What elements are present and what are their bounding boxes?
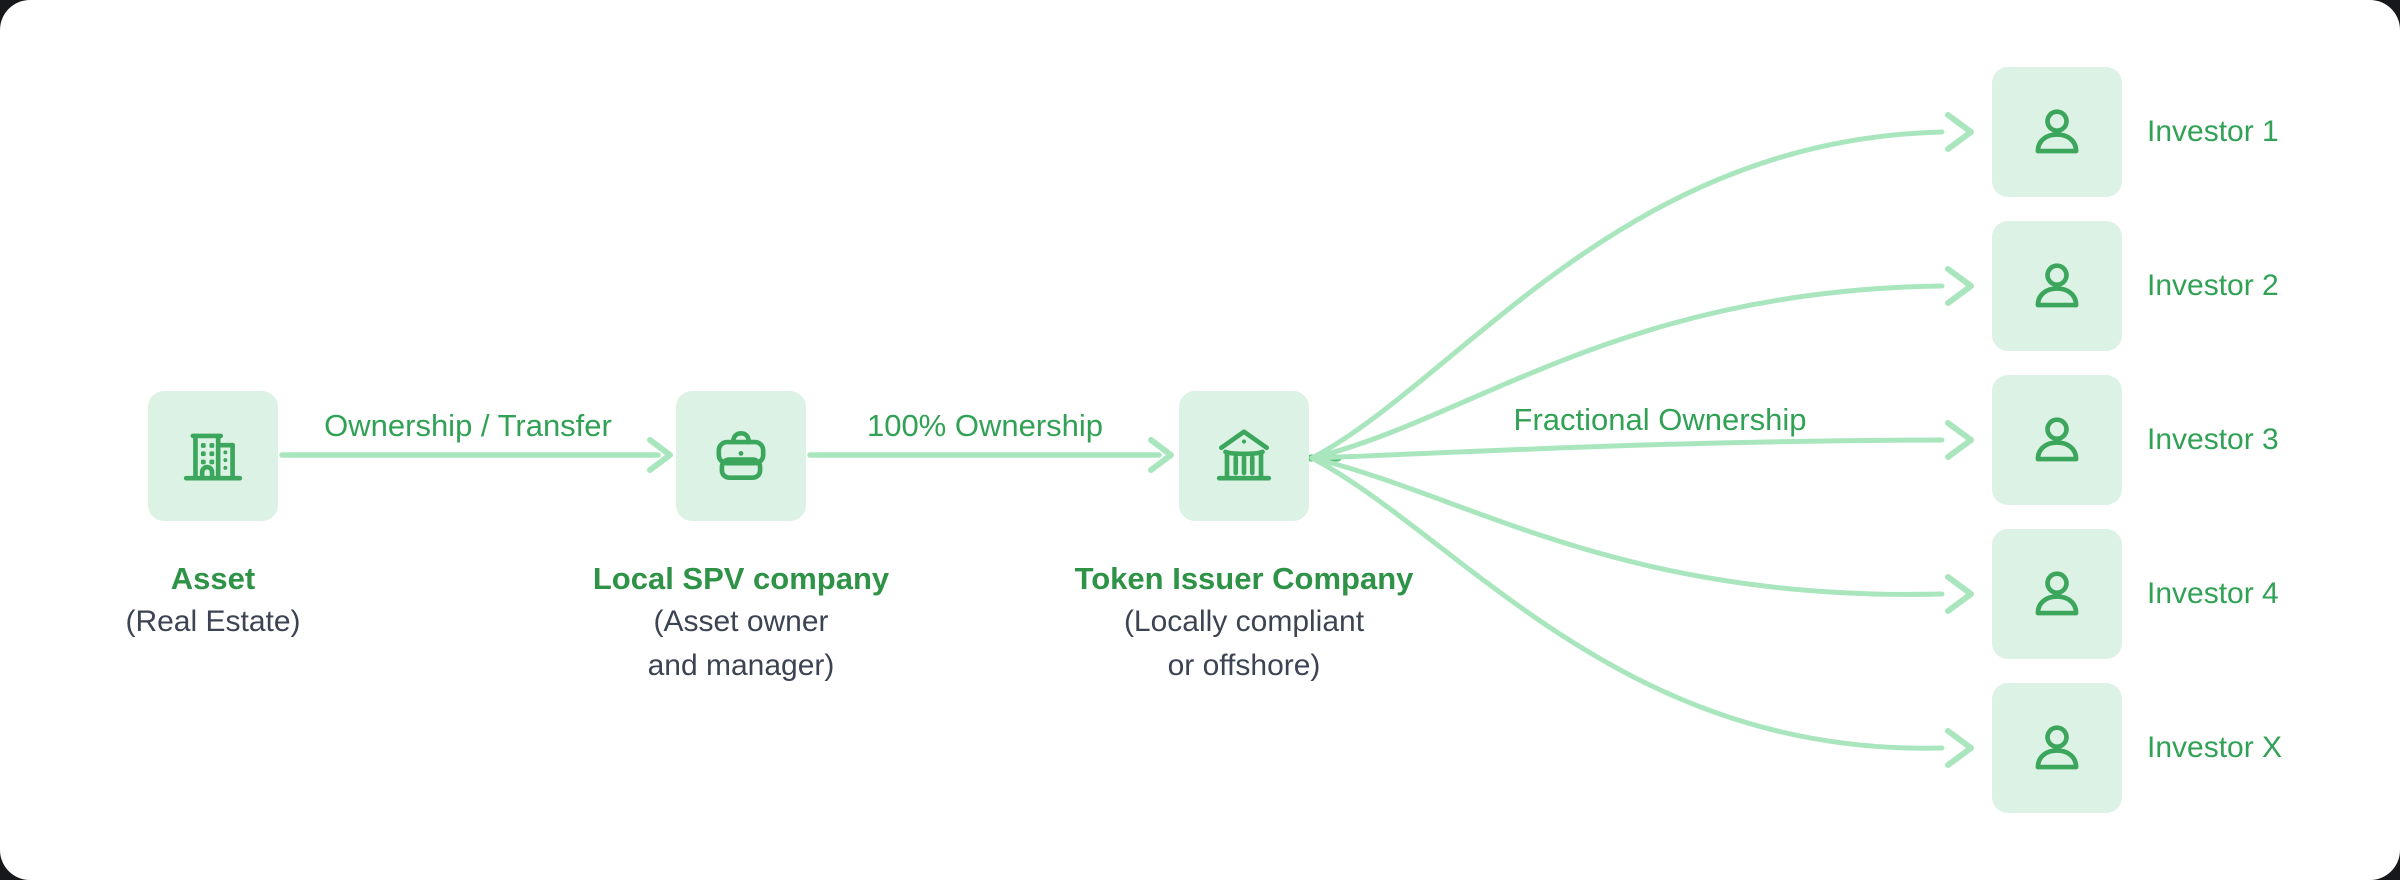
spv-node-label: Local SPV company (Asset owner and manag… bbox=[593, 558, 889, 688]
bank-icon bbox=[1216, 429, 1272, 481]
asset-title: Asset bbox=[170, 561, 256, 596]
person-icon bbox=[2035, 725, 2079, 770]
asset-node bbox=[148, 391, 278, 521]
issuer-node-label: Token Issuer Company (Locally compliant … bbox=[1075, 558, 1414, 688]
investor-3-node bbox=[1992, 375, 2122, 505]
spv-subtitle-line1: (Asset owner bbox=[653, 605, 829, 638]
investor-1-node bbox=[1992, 67, 2122, 197]
arrow-issuer-to-investor-2 bbox=[1309, 266, 1974, 461]
edge-label-fractional-ownership: Fractional Ownership bbox=[1513, 402, 1807, 437]
investor-2-label: Investor 2 bbox=[2147, 269, 2279, 302]
issuer-subtitle-line1: (Locally compliant bbox=[1123, 605, 1365, 638]
investor-x-node bbox=[1992, 683, 2122, 813]
spv-title: Local SPV company bbox=[592, 561, 890, 596]
person-icon bbox=[2035, 263, 2079, 308]
arrow-issuer-to-investor-1 bbox=[1309, 112, 1974, 461]
edge-label-100-ownership: 100% Ownership bbox=[866, 408, 1104, 443]
asset-node-label: Asset (Real Estate) bbox=[125, 558, 300, 644]
spv-node bbox=[676, 391, 806, 521]
arrow-asset-to-spv bbox=[279, 437, 673, 473]
person-icon bbox=[2035, 109, 2079, 154]
investor-2-node bbox=[1992, 221, 2122, 351]
arrow-spv-to-issuer bbox=[807, 437, 1174, 473]
investor-4-label: Investor 4 bbox=[2147, 577, 2279, 610]
person-icon bbox=[2035, 417, 2079, 462]
issuer-subtitle-line2: or offshore) bbox=[1167, 649, 1321, 682]
building-icon bbox=[183, 433, 243, 481]
investor-3-label: Investor 3 bbox=[2147, 423, 2279, 456]
briefcase-icon bbox=[716, 430, 766, 480]
investor-x-label: Investor X bbox=[2147, 731, 2283, 764]
investor-4-node bbox=[1992, 529, 2122, 659]
arrow-issuer-to-investor-4 bbox=[1309, 455, 1974, 614]
edge-label-ownership-transfer: Ownership / Transfer bbox=[324, 408, 612, 443]
investor-1-label: Investor 1 bbox=[2147, 115, 2279, 148]
arrow-issuer-to-investor-3 bbox=[1309, 420, 1974, 461]
arrow-issuer-to-investor-x bbox=[1309, 455, 1974, 768]
person-icon bbox=[2035, 571, 2079, 616]
issuer-title: Token Issuer Company bbox=[1074, 561, 1414, 596]
issuer-node bbox=[1179, 391, 1309, 521]
asset-subtitle-line1: (Real Estate) bbox=[125, 605, 301, 638]
spv-subtitle-line2: and manager) bbox=[647, 649, 835, 682]
